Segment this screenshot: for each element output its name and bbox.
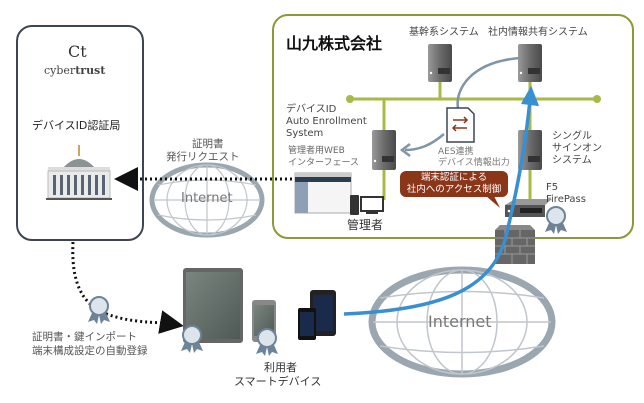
logo-bold: trust [75,64,106,77]
cert-import-arrow [71,241,184,334]
callout-line2: 社内へのアクセス制御 [406,184,502,195]
label-aes-line2: Auto Enrollment [286,116,367,127]
label-core-system: 基幹系システム [409,27,479,38]
certificate-authority-building-icon [46,145,112,200]
aes-data-arrow [456,56,521,109]
certificate-badge-phone-icon [256,328,278,356]
label-aes-link-line1: AES連携 [438,147,474,157]
label-import-line2: 端末構成設定の自動登録 [32,345,148,357]
label-info-share-system: 社内情報共有システム [488,27,588,38]
label-users-line2: スマートデバイス [234,375,322,388]
label-aes-link-line2: デバイス情報出力 [438,158,510,168]
label-sso-line1: シングル [552,131,592,142]
device-access-arrow [343,99,532,316]
callout-line1: 端末認証による [420,172,488,183]
label-cert-request-line1: 証明書 [192,138,224,150]
logo-light: cyber [44,64,76,77]
label-import-line1: 証明書・鍵インポート [32,331,137,343]
corp-title: 山九株式会社 [286,34,383,53]
label-f5-line1: F5 [546,182,559,193]
label-cert-request-line2: 発行リクエスト [166,151,240,163]
label-aes-line1: デバイスID [286,104,337,115]
access-control-callout: 端末認証による 社内へのアクセス制御 [400,171,508,197]
label-f5-line2: FirePass [546,194,586,205]
android-phones-icon [298,290,336,340]
label-aes-line3: System [286,128,324,139]
internet-globe-small [149,162,265,238]
ca-title: デバイスID認証局 [32,119,121,132]
certificate-authority-box [16,25,144,241]
label-admin: 管理者 [347,218,384,232]
certificate-badge-f5-icon [545,206,567,234]
certificate-badge-icon [88,296,110,324]
internet-globe-large [368,266,556,378]
admin-web-interface-icon [294,172,352,214]
label-admin-web-line1: 管理者用WEB [288,146,345,156]
internet-label-small: Internet [181,191,233,206]
document-sync-icon [446,107,475,143]
firewall-icon [495,225,535,264]
label-users-line1: 利用者 [264,361,297,374]
corporate-network-box [272,14,634,239]
server-aes-icon [372,130,396,170]
certificate-badge-tablet-icon [181,325,203,353]
label-sso-line3: システム [552,155,592,166]
f5-firepass-icon [505,199,552,217]
cybertrust-logo: cybertrust [44,64,105,77]
internet-label-large: Internet [428,312,492,331]
server-core-icon [428,44,452,82]
admin-pc-icon [350,195,384,215]
cybertrust-logo-mark: Ct [68,42,87,61]
label-admin-web-line2: インターフェース [288,158,360,168]
label-sso-line2: サインオン [552,143,602,154]
server-info-share-icon [518,44,542,82]
aes-output-arrow [404,133,445,152]
